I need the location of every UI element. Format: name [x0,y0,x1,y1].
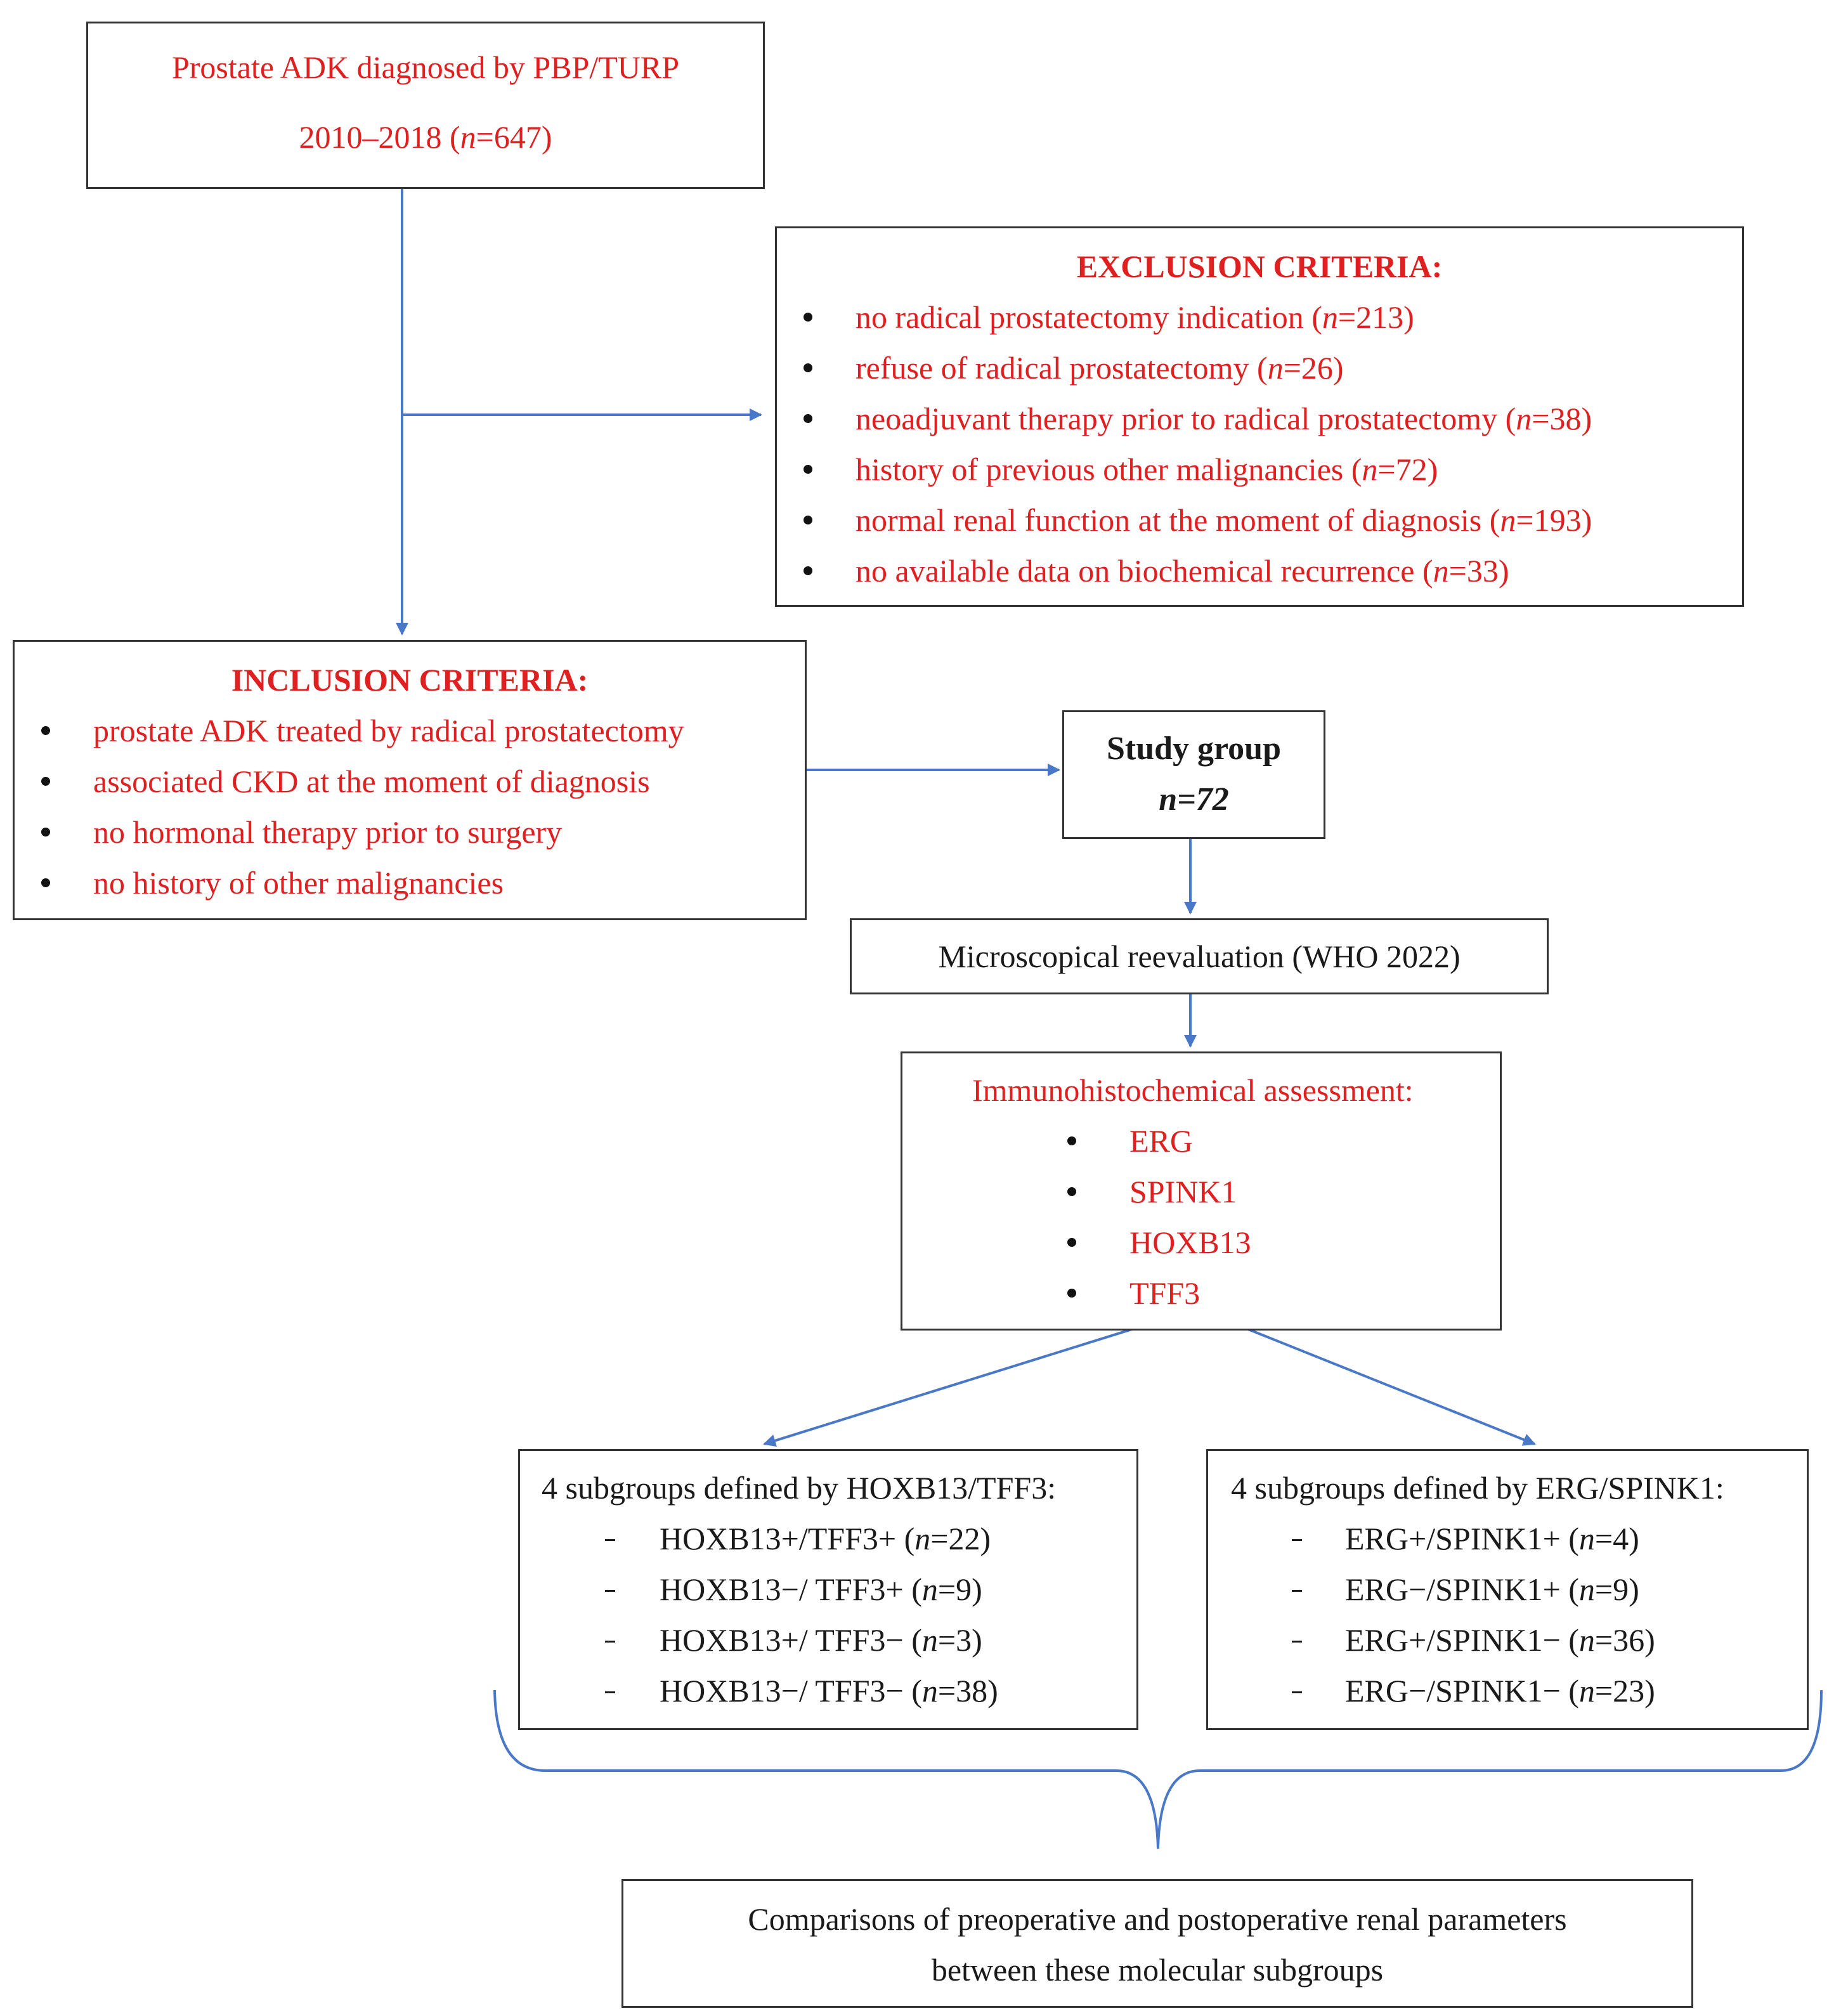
arrow-ihc-to-hoxb13 [763,1328,1133,1447]
ihc-box: Immunohistochemical assessment: ERG SPINK… [901,1051,1502,1331]
ihc-marker-text: HOXB13 [1129,1225,1251,1260]
bullet-icon [804,363,812,372]
bullet-icon [804,516,812,524]
erg-spink1-item: ERG−/SPINK1− (n=23) [1208,1665,1807,1716]
hoxb13-tff3-item-text: HOXB13+/TFF3+ (n=22) [660,1521,991,1556]
bullet-icon [1067,1136,1076,1145]
bullet-icon [41,878,50,887]
comparison-box: Comparisons of preoperative and postoper… [621,1879,1693,2008]
erg-spink1-title: 4 subgroups defined by ERG/SPINK1: [1231,1470,1724,1506]
reevaluation-label: Microscopical reevaluation (WHO 2022) [938,939,1461,974]
exclusion-item-text: no radical prostatectomy indication (n=2… [856,299,1414,335]
ihc-marker-text: TFF3 [1129,1275,1201,1311]
inclusion-item: no history of other malignancies [15,857,805,908]
exclusion-item-text: normal renal function at the moment of d… [856,502,1592,538]
hoxb13-tff3-item: HOXB13+/TFF3+ (n=22) [520,1513,1136,1564]
exclusion-item-text: no available data on biochemical recurre… [856,553,1509,589]
erg-spink1-item-text: ERG+/SPINK1+ (n=4) [1345,1521,1639,1556]
hoxb13-tff3-list: HOXB13+/TFF3+ (n=22) HOXB13−/ TFF3+ (n=9)… [520,1513,1136,1716]
hoxb13-tff3-title: 4 subgroups defined by HOXB13/TFF3: [542,1470,1057,1506]
inclusion-item-text: no hormonal therapy prior to surgery [93,814,563,850]
ihc-marker-text: SPINK1 [1129,1174,1237,1209]
start-line2: 2010–2018 (n=647) [299,119,552,155]
exclusion-item-text: neoadjuvant therapy prior to radical pro… [856,401,1592,436]
hoxb13-tff3-item-text: HOXB13+/ TFF3− (n=3) [660,1622,982,1658]
arrow-ihc-to-erg [1247,1328,1536,1446]
ihc-marker-text: ERG [1129,1123,1193,1159]
hoxb13-tff3-item-text: HOXB13−/ TFF3+ (n=9) [660,1572,982,1607]
hoxb13-tff3-item: HOXB13+/ TFF3− (n=3) [520,1615,1136,1665]
study-group-box: Study group n=72 [1062,710,1325,839]
study-group-title: Study group [1106,731,1282,767]
dash-icon [605,1691,615,1693]
exclusion-item-text: refuse of radical prostatectomy (n=26) [856,350,1344,386]
inclusion-item-text: no history of other malignancies [93,865,504,901]
exclusion-item: neoadjuvant therapy prior to radical pro… [777,393,1742,444]
erg-spink1-item: ERG+/SPINK1+ (n=4) [1208,1513,1807,1564]
dash-icon [1292,1539,1302,1541]
inclusion-title: INCLUSION CRITERIA: [231,662,589,698]
exclusion-item: refuse of radical prostatectomy (n=26) [777,342,1742,393]
inclusion-item-text: prostate ADK treated by radical prostate… [93,713,684,748]
erg-spink1-item: ERG+/SPINK1− (n=36) [1208,1615,1807,1665]
bullet-icon [804,566,812,575]
dash-icon [1292,1590,1302,1592]
bullet-icon [1067,1187,1076,1196]
erg-spink1-item: ERG−/SPINK1+ (n=9) [1208,1564,1807,1615]
dash-icon [1292,1691,1302,1693]
hoxb13-tff3-item-text: HOXB13−/ TFF3− (n=38) [660,1673,998,1708]
ihc-marker: HOXB13 [902,1217,1500,1268]
inclusion-item: associated CKD at the moment of diagnosi… [15,756,805,807]
hoxb13-tff3-item: HOXB13−/ TFF3− (n=38) [520,1665,1136,1716]
inclusion-item-text: associated CKD at the moment of diagnosi… [93,764,650,799]
erg-spink1-item-text: ERG−/SPINK1+ (n=9) [1345,1572,1639,1607]
dash-icon [605,1641,615,1643]
exclusion-item: no available data on biochemical recurre… [777,545,1742,596]
bullet-icon [804,313,812,322]
bullet-icon [1067,1289,1076,1298]
dash-icon [1292,1641,1302,1643]
exclusion-item: history of previous other malignancies (… [777,444,1742,495]
start-line1: Prostate ADK diagnosed by PBP/TURP [171,49,680,85]
erg-spink1-list: ERG+/SPINK1+ (n=4) ERG−/SPINK1+ (n=9) ERG+… [1208,1513,1807,1716]
erg-spink1-item-text: ERG−/SPINK1− (n=23) [1345,1673,1655,1708]
exclusion-item-text: history of previous other malignancies (… [856,452,1438,487]
ihc-marker: SPINK1 [902,1166,1500,1217]
hoxb13-tff3-item: HOXB13−/ TFF3+ (n=9) [520,1564,1136,1615]
exclusion-item: normal renal function at the moment of d… [777,495,1742,545]
bullet-icon [41,777,50,786]
erg-spink1-item-text: ERG+/SPINK1− (n=36) [1345,1622,1655,1658]
bullet-icon [804,465,812,474]
dash-icon [605,1539,615,1541]
exclusion-box: EXCLUSION CRITERIA: no radical prostatec… [775,226,1744,607]
reevaluation-box: Microscopical reevaluation (WHO 2022) [850,918,1549,994]
bullet-icon [804,414,812,423]
erg-spink1-box: 4 subgroups defined by ERG/SPINK1: ERG+/… [1206,1449,1809,1730]
inclusion-box: INCLUSION CRITERIA: prostate ADK treated… [13,640,807,920]
hoxb13-tff3-box: 4 subgroups defined by HOXB13/TFF3: HOXB… [518,1449,1138,1730]
bullet-icon [41,726,50,735]
exclusion-title: EXCLUSION CRITERIA: [1076,249,1443,284]
inclusion-list: prostate ADK treated by radical prostate… [15,705,805,908]
comparison-line2: between these molecular subgroups [931,1952,1384,1988]
inclusion-item: prostate ADK treated by radical prostate… [15,705,805,756]
comparison-line1: Comparisons of preoperative and postoper… [748,1901,1567,1937]
exclusion-list: no radical prostatectomy indication (n=2… [777,292,1742,596]
bullet-icon [41,828,50,836]
bullet-icon [1067,1238,1076,1247]
exclusion-item: no radical prostatectomy indication (n=2… [777,292,1742,342]
ihc-marker: ERG [902,1116,1500,1166]
ihc-marker: TFF3 [902,1268,1500,1318]
inclusion-item: no hormonal therapy prior to surgery [15,807,805,857]
study-group-count: n=72 [1159,781,1229,817]
start-box: Prostate ADK diagnosed by PBP/TURP 2010–… [86,22,765,189]
ihc-title: Immunohistochemical assessment: [972,1072,1414,1108]
dash-icon [605,1590,615,1592]
